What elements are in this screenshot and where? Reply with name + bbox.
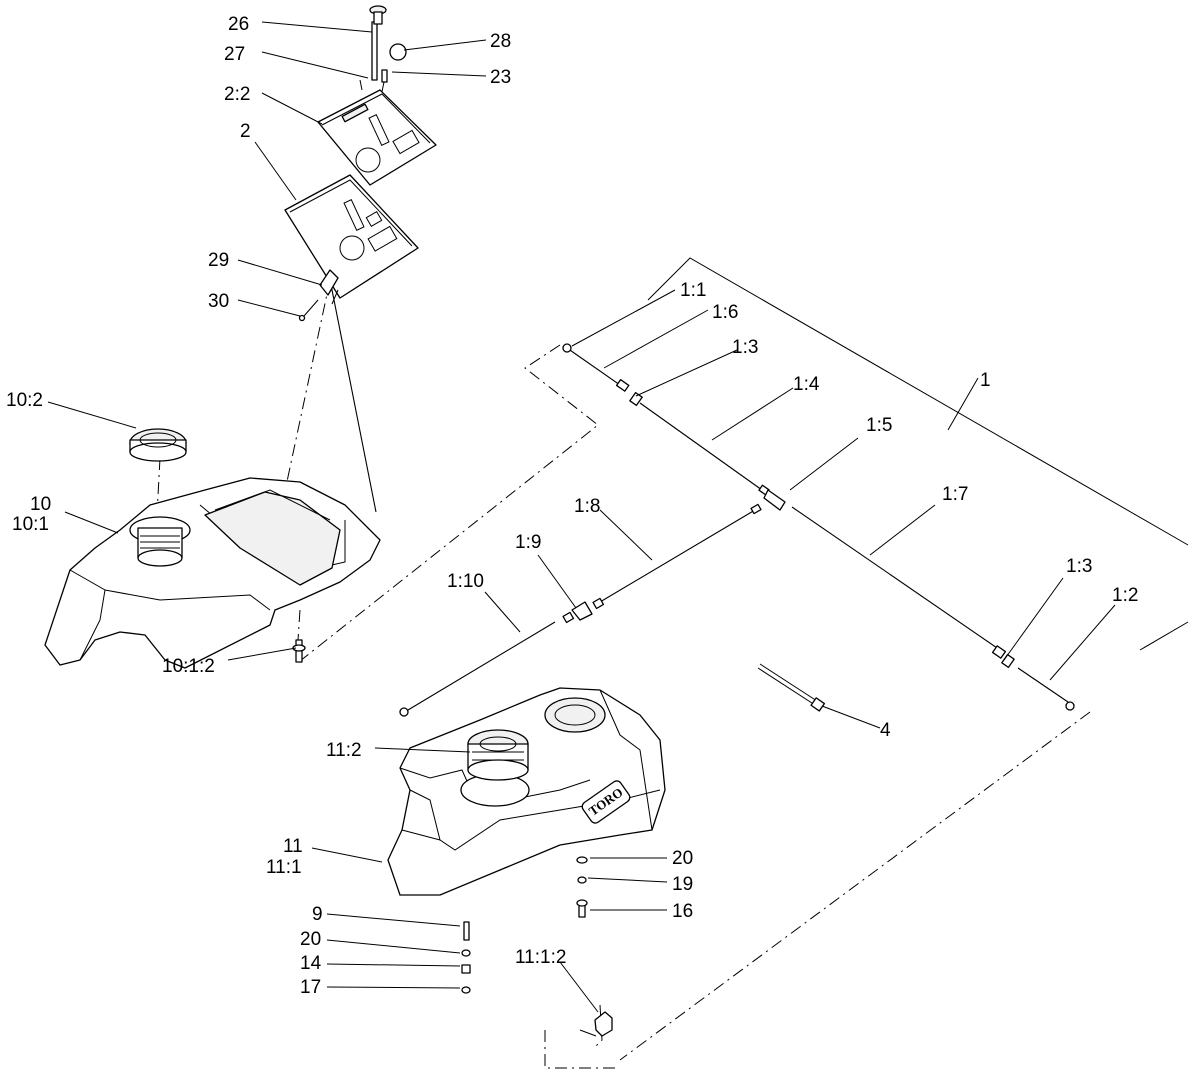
callout-1-3-lower: 1:3 xyxy=(1066,556,1092,577)
callout-19: 19 xyxy=(672,874,693,895)
callout-28: 28 xyxy=(490,31,511,52)
callout-20-upper: 20 xyxy=(672,848,693,869)
callout-1-3-upper: 1:3 xyxy=(732,337,758,358)
callout-11-1-2: 11:1:2 xyxy=(515,947,566,968)
callout-23: 23 xyxy=(490,67,511,88)
fuel-line-assembly xyxy=(399,343,1075,717)
callout-2-2: 2:2 xyxy=(224,84,250,105)
callout-1-2: 1:2 xyxy=(1112,585,1138,606)
callout-4: 4 xyxy=(880,720,891,741)
left-tank-cap xyxy=(129,428,187,462)
callout-1-4: 1:4 xyxy=(793,374,820,395)
callout-11: 11 xyxy=(283,836,303,857)
fuel-line-assembly-outline xyxy=(647,257,1189,651)
left-tank-fitting xyxy=(292,639,306,663)
callout-2: 2 xyxy=(240,121,251,142)
callout-14: 14 xyxy=(300,953,322,974)
leader-lines xyxy=(47,21,1116,1013)
callout-1-6: 1:6 xyxy=(712,302,738,323)
callout-20-lower: 20 xyxy=(300,929,321,950)
callout-10-2: 10:2 xyxy=(6,390,43,411)
callout-10-1-2: 10:1:2 xyxy=(162,656,215,677)
callout-1-5: 1:5 xyxy=(866,415,892,436)
callout-labels: 26 27 28 23 2:2 2 29 30 10:2 10 10:1 10:… xyxy=(6,14,1138,998)
callout-1-9: 1:9 xyxy=(515,532,541,553)
shift-linkage-rod xyxy=(298,269,377,513)
callout-11-1: 11:1 xyxy=(266,857,302,878)
right-tank-fitting xyxy=(579,1011,613,1037)
callout-30: 30 xyxy=(208,291,229,312)
callout-1-7: 1:7 xyxy=(942,484,968,505)
callout-1-8: 1:8 xyxy=(574,496,600,517)
fuel-gauge-rod xyxy=(359,5,387,91)
cable-tie xyxy=(757,663,826,712)
control-panel-plate xyxy=(284,174,419,299)
callout-1-1: 1:1 xyxy=(680,280,706,301)
tank-mount-hardware xyxy=(461,856,588,994)
callout-1: 1 xyxy=(980,370,991,391)
hose-routing-dashed-lines xyxy=(156,279,1091,1069)
callout-17: 17 xyxy=(300,977,321,998)
callout-26: 26 xyxy=(228,14,249,35)
callout-27: 27 xyxy=(224,44,245,65)
callout-29: 29 xyxy=(208,250,229,271)
right-tank-cap xyxy=(467,729,529,781)
right-fuel-tank xyxy=(387,687,666,896)
callout-16: 16 xyxy=(672,901,693,922)
decal-plate-upper xyxy=(317,89,437,186)
left-fuel-tank xyxy=(44,477,381,669)
callout-1-10: 1:10 xyxy=(447,571,484,592)
callout-9: 9 xyxy=(312,904,323,925)
callout-10: 10 xyxy=(30,494,51,515)
callout-11-2: 11:2 xyxy=(326,740,362,761)
callout-10-1: 10:1 xyxy=(12,514,49,535)
